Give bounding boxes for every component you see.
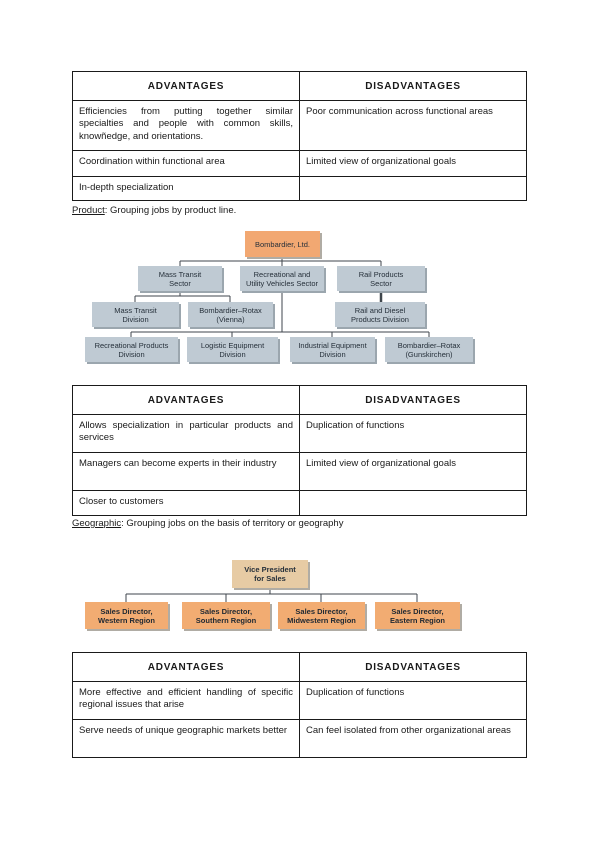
geographic-advantages-table: ADVANTAGES DISADVANTAGES More effective …: [72, 652, 527, 758]
table-row: Allows specialization in particular prod…: [72, 414, 527, 453]
table-cell: More effective and efficient handling of…: [72, 681, 300, 720]
disadvantages-header: DISADVANTAGES: [299, 71, 527, 101]
product-org-chart: Bombardier, Ltd. Mass Transit Sector Rec…: [78, 230, 483, 365]
table-cell: Serve needs of unique geographic markets…: [72, 719, 300, 758]
table-row: Coordination within functional area Limi…: [72, 150, 527, 177]
org-node-bombardier-rotax-vienna: Bombardier–Rotax (Vienna): [188, 302, 273, 327]
functional-advantages-table: ADVANTAGES DISADVANTAGES Efficiencies fr…: [72, 71, 527, 202]
table-cell: Can feel isolated from other organizatio…: [299, 719, 527, 758]
geographic-org-chart: Vice President for Sales Sales Director,…: [80, 558, 470, 633]
product-section-label: Product: Grouping jobs by product line.: [72, 205, 236, 217]
org-node-recreational-products-division: Recreational Products Division: [85, 337, 178, 362]
advantages-header: ADVANTAGES: [72, 385, 300, 415]
table-cell: [299, 175, 527, 202]
table-row: Managers can become experts in their ind…: [72, 452, 527, 491]
table-cell: Efficiencies from putting together simil…: [72, 100, 300, 151]
org-node-industrial-equipment-division: Industrial Equipment Division: [290, 337, 375, 362]
table-cell: Duplication of functions: [299, 681, 527, 720]
org-node-mass-transit-division: Mass Transit Division: [92, 302, 179, 327]
org-chart-connectors: [125, 588, 418, 602]
table-cell: Managers can become experts in their ind…: [72, 452, 300, 491]
org-node-mass-transit-sector: Mass Transit Sector: [138, 266, 222, 291]
geographic-description: : Grouping jobs on the basis of territor…: [121, 518, 344, 529]
org-node-bombardier: Bombardier, Ltd.: [245, 231, 320, 257]
table-row: Efficiencies from putting together simil…: [72, 100, 527, 151]
org-node-bombardier-rotax-gunskirchen: Bombardier–Rotax (Gunskirchen): [385, 337, 473, 362]
product-term: Product: [72, 205, 105, 216]
table-cell: Coordination within functional area: [72, 150, 300, 177]
org-node-sales-director-midwestern: Sales Director, Midwestern Region: [278, 602, 365, 629]
table-cell: [299, 490, 527, 516]
product-advantages-table: ADVANTAGES DISADVANTAGES Allows speciali…: [72, 385, 527, 516]
org-node-sales-director-southern: Sales Director, Southern Region: [182, 602, 270, 629]
product-description: : Grouping jobs by product line.: [104, 205, 237, 216]
org-node-rail-products-sector: Rail Products Sector: [337, 266, 425, 291]
geographic-term: Geographic: [72, 518, 122, 529]
disadvantages-header: DISADVANTAGES: [299, 385, 527, 415]
table-cell: Limited view of organizational goals: [299, 452, 527, 491]
org-node-sales-director-eastern: Sales Director, Eastern Region: [375, 602, 460, 629]
table-cell: Poor communication across functional are…: [299, 100, 527, 151]
table-cell: Closer to customers: [72, 490, 300, 516]
table-cell: In-depth specialization: [72, 175, 300, 202]
table-row: Serve needs of unique geographic markets…: [72, 719, 527, 758]
geographic-section-label: Geographic: Grouping jobs on the basis o…: [72, 518, 343, 530]
org-chart-connectors: [130, 257, 430, 337]
table-row: Closer to customers: [72, 490, 527, 516]
disadvantages-header: DISADVANTAGES: [299, 652, 527, 682]
org-node-recreational-utility-sector: Recreational and Utility Vehicles Sector: [240, 266, 324, 291]
advantages-header: ADVANTAGES: [72, 71, 300, 101]
org-node-sales-director-western: Sales Director, Western Region: [85, 602, 168, 629]
table-cell: Duplication of functions: [299, 414, 527, 453]
table-row: More effective and efficient handling of…: [72, 681, 527, 720]
table-cell: Allows specialization in particular prod…: [72, 414, 300, 453]
table-cell: Limited view of organizational goals: [299, 150, 527, 177]
org-node-logistic-equipment-division: Logistic Equipment Division: [187, 337, 278, 362]
org-node-rail-diesel-products-division: Rail and Diesel Products Division: [335, 302, 425, 327]
advantages-header: ADVANTAGES: [72, 652, 300, 682]
table-row: In-depth specialization: [72, 175, 527, 202]
org-node-vp-sales: Vice President for Sales: [232, 560, 308, 588]
